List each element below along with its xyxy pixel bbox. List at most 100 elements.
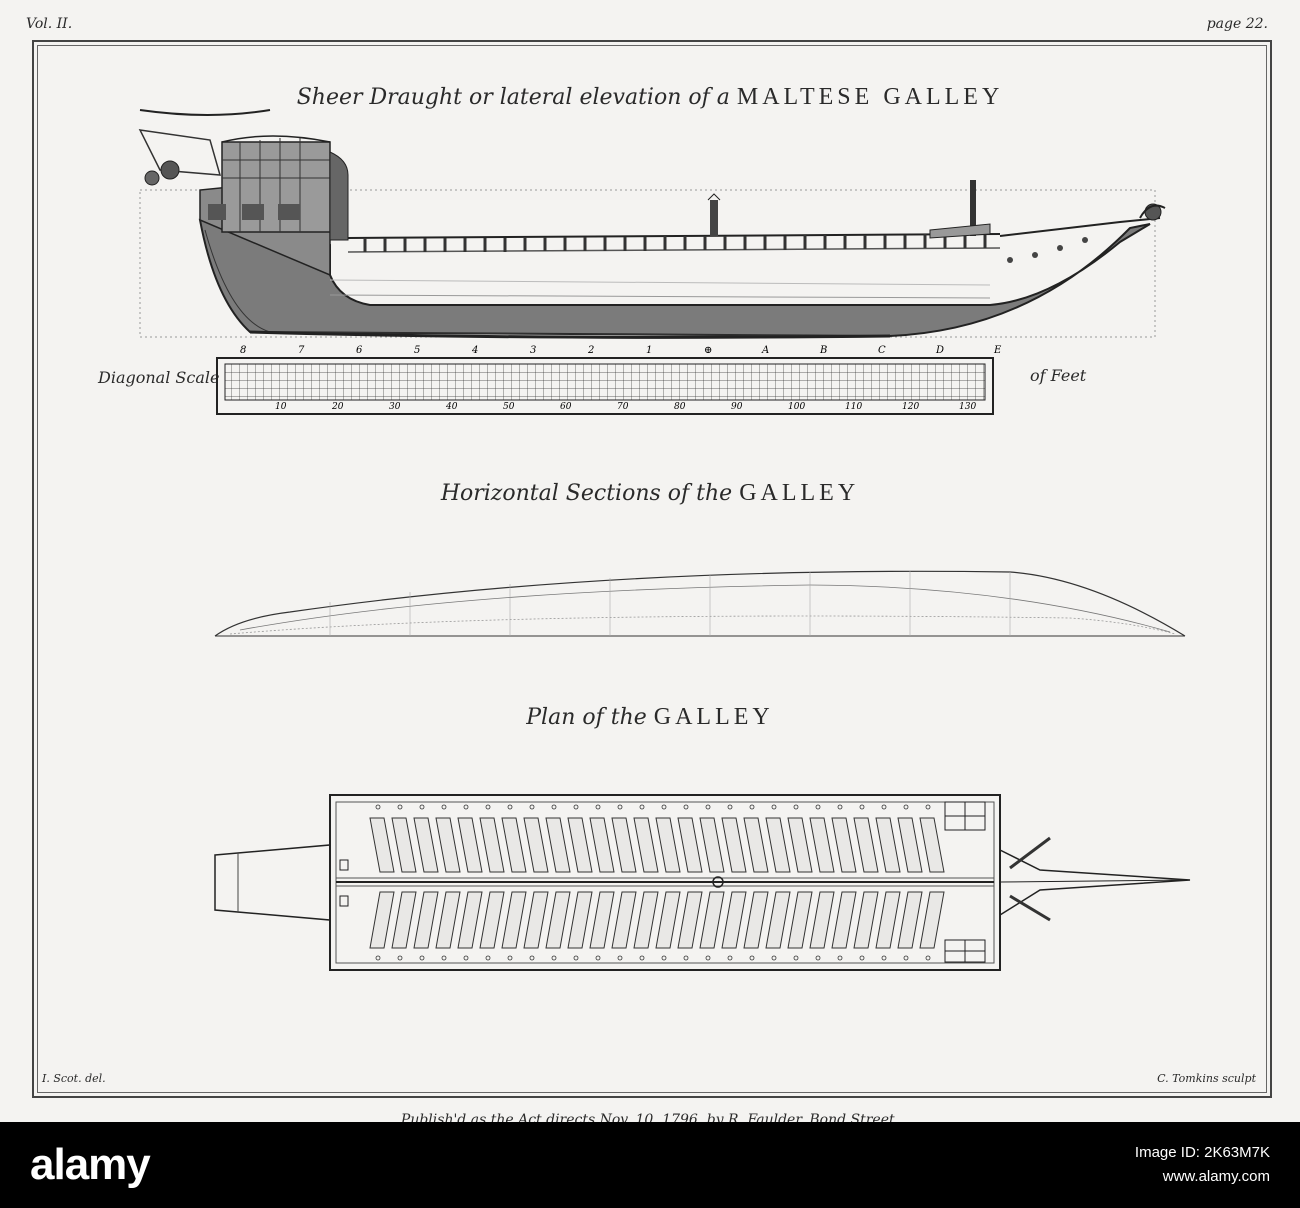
rowlock: [463, 804, 469, 810]
foot-tick-label: 60: [560, 402, 572, 412]
rowing-bench: [391, 817, 417, 873]
rowing-bench: [787, 817, 813, 873]
rowlock: [441, 804, 447, 810]
plate-inner-border: [37, 45, 1267, 1093]
rowing-bench: [589, 891, 615, 949]
rowing-bench: [611, 817, 637, 873]
station-label: ⊕: [704, 345, 712, 356]
rowing-bench: [787, 891, 813, 949]
sheer-title-text: Sheer Draught or lateral elevation of a: [296, 85, 730, 110]
rowlock: [727, 804, 733, 810]
rowing-bench: [567, 817, 593, 873]
rowlock: [837, 955, 843, 961]
station-label: 2: [587, 345, 594, 356]
rowing-bench: [523, 891, 549, 949]
galley-plan-drawing: [214, 794, 1191, 971]
horizontal-title-caps: GALLEY: [739, 480, 860, 506]
rowlock: [859, 955, 865, 961]
rowlock: [617, 804, 623, 810]
rowlock: [859, 804, 865, 810]
diagonal-scale-label: Diagonal Scale: [98, 368, 220, 387]
rowing-bench: [875, 891, 901, 949]
rowlock: [837, 804, 843, 810]
image-id-label: Image ID: 2K63M7K: [1134, 1144, 1270, 1161]
station-label: E: [993, 345, 1002, 356]
rowing-bench: [479, 817, 505, 873]
rowlock: [749, 804, 755, 810]
rowlock: [617, 955, 623, 961]
rowing-bench: [391, 891, 417, 949]
rowlock: [727, 955, 733, 961]
rowlock: [419, 955, 425, 961]
foot-tick-label: 70: [617, 402, 629, 412]
sheer-title-caps: MALTESE GALLEY: [736, 84, 1004, 110]
alamy-logo: alamy: [30, 1140, 151, 1189]
station-label: 8: [240, 345, 246, 356]
rowing-bench: [523, 817, 549, 873]
sheer-draught-title: Sheer Draught or lateral elevation of a …: [0, 84, 1300, 111]
rowlock: [771, 955, 777, 961]
rowlock: [507, 955, 513, 961]
foot-tick-label: 50: [503, 402, 515, 412]
rowing-bench: [479, 891, 505, 949]
rowing-bench: [435, 891, 461, 949]
rowing-bench: [457, 817, 483, 873]
foot-tick-label: 20: [331, 402, 344, 412]
rowlock: [463, 955, 469, 961]
plan-title-caps: GALLEY: [653, 704, 774, 730]
rowlock: [507, 804, 513, 810]
rowlock: [419, 804, 425, 810]
rowing-bench: [875, 817, 901, 873]
rowing-bench: [589, 817, 615, 873]
rowing-bench: [919, 891, 945, 949]
foot-tick-label: 120: [902, 402, 919, 412]
rowlock: [881, 804, 887, 810]
rowing-bench: [655, 817, 681, 873]
rowing-bench: [765, 891, 791, 949]
rowing-bench: [743, 817, 769, 873]
rowlock: [815, 804, 821, 810]
foot-tick-label: 90: [731, 402, 743, 412]
rowing-bench: [545, 891, 571, 949]
foot-tick-label: 130: [959, 402, 976, 412]
rowing-bench: [633, 891, 659, 949]
rowing-bench: [853, 817, 879, 873]
rowlock: [573, 955, 579, 961]
rowlock: [639, 804, 645, 810]
station-label: 3: [530, 345, 536, 356]
rowlock: [397, 955, 403, 961]
rowing-bench: [413, 817, 439, 873]
engraver-credit: C. Tomkins sculpt: [1157, 1072, 1256, 1085]
site-url: www.alamy.com: [1162, 1168, 1270, 1185]
of-feet-label: of Feet: [1030, 366, 1087, 385]
rowlock: [573, 804, 579, 810]
foot-tick-label: 10: [275, 402, 287, 412]
rowlock: [705, 804, 711, 810]
plan-title-text: Plan of the: [526, 705, 647, 730]
rowlock: [375, 804, 381, 810]
station-label: A: [761, 345, 769, 356]
rowlock: [903, 955, 909, 961]
rowlock: [661, 804, 667, 810]
rowlock: [485, 955, 491, 961]
rowing-bench: [831, 817, 857, 873]
rowlock: [375, 955, 381, 961]
horizontal-sections-drawing: [214, 570, 1186, 637]
foot-tick-label: 110: [845, 402, 862, 412]
foot-tick-label: 30: [389, 402, 401, 412]
rowing-bench: [897, 817, 923, 873]
rowing-bench: [435, 817, 461, 873]
rowlock: [529, 955, 535, 961]
rowing-bench: [633, 817, 659, 873]
rowing-bench: [413, 891, 439, 949]
rowlock: [705, 955, 711, 961]
rowlock: [661, 955, 667, 961]
rowing-bench: [699, 817, 725, 873]
station-label: 7: [298, 345, 305, 356]
rowing-bench: [765, 817, 791, 873]
rowlock: [551, 955, 557, 961]
rowlock: [925, 955, 931, 961]
rowlock: [595, 955, 601, 961]
